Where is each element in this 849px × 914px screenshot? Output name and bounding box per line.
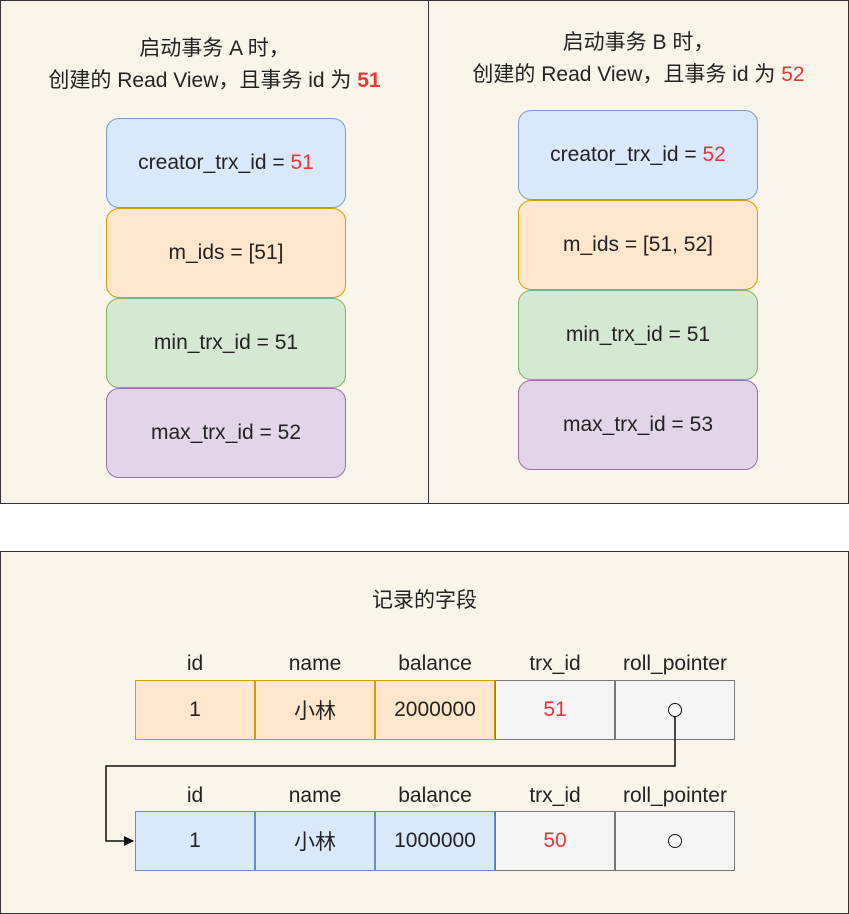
roll-pointer-circle-icon: [668, 834, 682, 848]
read-view-b-title-line1: 启动事务 B 时，: [562, 31, 715, 54]
row1-trx-id-cell: 51: [495, 680, 615, 740]
header-name-1: name: [288, 652, 342, 675]
header-balance-2: balance: [398, 784, 472, 807]
row2-roll-pointer-cell: [615, 811, 735, 871]
row2-balance-cell: 1000000: [375, 811, 495, 871]
creator-trx-id-box-a: creator_trx_id = 51: [106, 118, 346, 208]
read-view-b-title: 启动事务 B 时， 创建的 Read View，且事务 id 为 52: [429, 27, 848, 91]
header-name-2: name: [288, 784, 342, 807]
m-ids-box-a: m_ids = [51]: [106, 208, 346, 298]
row1-balance-cell: 2000000: [375, 680, 495, 740]
read-view-a-title-line2: 创建的 Read View，且事务 id 为 51: [48, 69, 381, 92]
max-trx-id-box-a: max_trx_id = 52: [106, 388, 346, 478]
row2-name-cell: 小林: [255, 811, 375, 871]
read-view-b-title-line2: 创建的 Read View，且事务 id 为 52: [472, 63, 805, 86]
header-roll-pointer-2: roll_pointer: [623, 784, 727, 807]
read-view-b-trx-id: 52: [781, 63, 805, 86]
max-trx-id-box-b: max_trx_id = 53: [518, 380, 758, 470]
row1-name-cell: 小林: [255, 680, 375, 740]
header-id-1: id: [186, 652, 204, 675]
m-ids-box-b: m_ids = [51, 52]: [518, 200, 758, 290]
read-view-a-trx-id: 51: [357, 69, 381, 92]
header-balance-1: balance: [398, 652, 472, 675]
row2-trx-id-cell: 50: [495, 811, 615, 871]
header-roll-pointer-1: roll_pointer: [623, 652, 727, 675]
min-trx-id-box-b: min_trx_id = 51: [518, 290, 758, 380]
header-trx-id-1: trx_id: [529, 652, 581, 675]
read-view-a-title-line1: 启动事务 A 时，: [139, 37, 290, 60]
min-trx-id-box-a: min_trx_id = 51: [106, 298, 346, 388]
read-view-a-panel: 启动事务 A 时， 创建的 Read View，且事务 id 为 51 crea…: [0, 0, 429, 504]
read-view-a-title: 启动事务 A 时， 创建的 Read View，且事务 id 为 51: [1, 33, 428, 97]
header-id-2: id: [186, 784, 204, 807]
record-fields-title: 记录的字段: [372, 589, 477, 612]
row2-id-cell: 1: [135, 811, 255, 871]
creator-trx-id-box-b: creator_trx_id = 52: [518, 110, 758, 200]
read-view-b-panel: 启动事务 B 时， 创建的 Read View，且事务 id 为 52 crea…: [428, 0, 849, 504]
row1-id-cell: 1: [135, 680, 255, 740]
header-trx-id-2: trx_id: [529, 784, 581, 807]
